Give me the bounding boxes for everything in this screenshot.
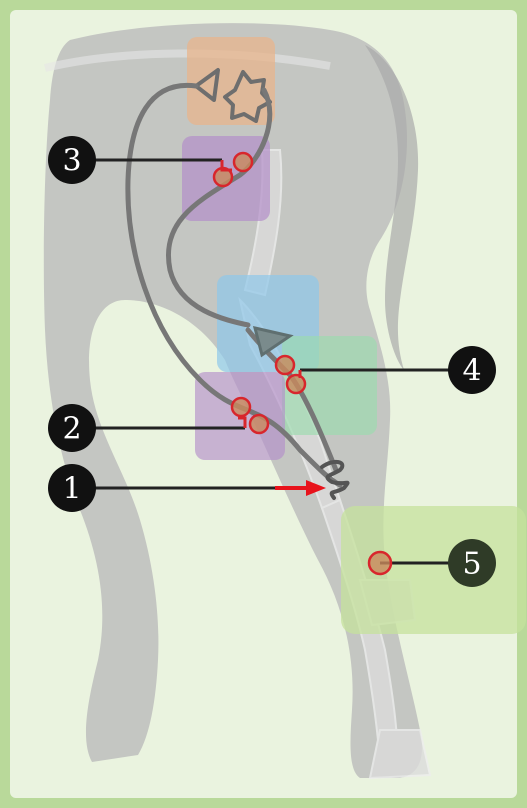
label-3: 3 bbox=[48, 136, 96, 184]
zone-lightgreen bbox=[341, 506, 526, 634]
synapse-marker bbox=[232, 398, 250, 416]
svg-text:4: 4 bbox=[462, 354, 481, 389]
synapse-marker bbox=[287, 375, 305, 393]
synapse-marker bbox=[234, 153, 252, 171]
label-5: 5 bbox=[448, 539, 496, 587]
label-2: 2 bbox=[48, 404, 96, 452]
synapse-marker bbox=[250, 415, 268, 433]
synapse-marker bbox=[369, 552, 391, 574]
label-1: 1 bbox=[48, 464, 96, 512]
synapse-marker bbox=[276, 356, 294, 374]
svg-text:3: 3 bbox=[62, 144, 81, 179]
label-4: 4 bbox=[448, 346, 496, 394]
svg-text:1: 1 bbox=[62, 472, 81, 507]
svg-text:5: 5 bbox=[462, 547, 481, 582]
svg-text:2: 2 bbox=[62, 412, 81, 447]
